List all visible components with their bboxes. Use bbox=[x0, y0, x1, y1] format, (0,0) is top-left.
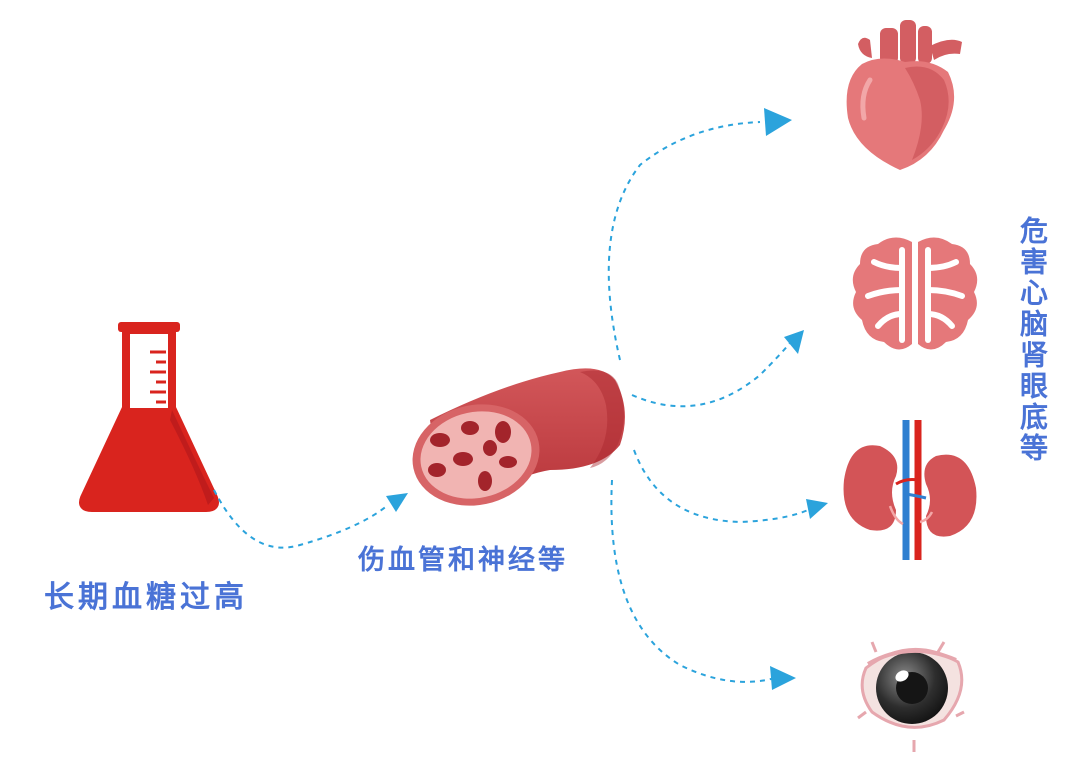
harm-label: 危害心脑肾眼底等 bbox=[1016, 216, 1049, 464]
arrow-to-brain bbox=[631, 342, 791, 408]
arrowhead-2 bbox=[764, 108, 792, 136]
blood-vessel-icon bbox=[412, 368, 625, 506]
arrow-to-kidney bbox=[633, 449, 809, 524]
eye-icon bbox=[857, 641, 965, 752]
arrow-flask-to-vessel bbox=[213, 489, 389, 549]
arrowhead-5 bbox=[770, 666, 796, 690]
arrowhead-4 bbox=[806, 499, 828, 519]
arrow-to-eye bbox=[610, 479, 776, 683]
arrow-heads bbox=[386, 108, 828, 690]
kidney-icon bbox=[843, 420, 977, 560]
arrow-to-heart bbox=[607, 121, 761, 361]
flask-icon bbox=[79, 322, 219, 512]
arrowhead-3 bbox=[784, 330, 804, 354]
brain-icon bbox=[852, 237, 978, 350]
damage-label: 伤血管和神经等 bbox=[358, 545, 568, 576]
heart-icon bbox=[846, 20, 962, 170]
arrowhead-1 bbox=[386, 493, 408, 512]
flow-arrows bbox=[213, 121, 809, 683]
cause-label: 长期血糖过高 bbox=[44, 580, 248, 615]
